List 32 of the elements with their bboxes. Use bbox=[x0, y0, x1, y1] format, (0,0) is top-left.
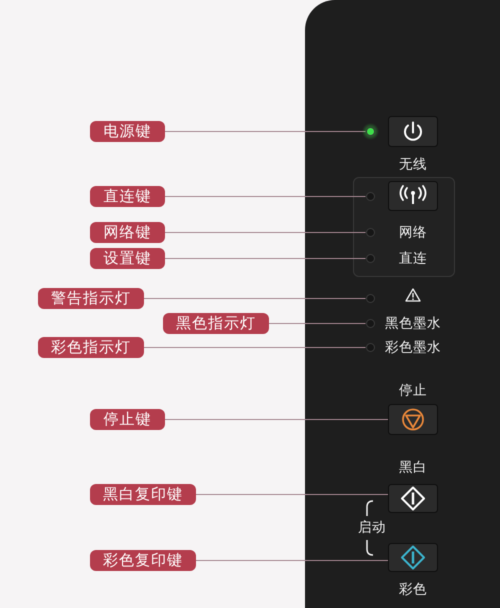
leader-line bbox=[268, 323, 366, 324]
callout-tag: 设置键 bbox=[90, 248, 165, 269]
leader-line bbox=[164, 419, 388, 420]
callout-tag: 彩色复印键 bbox=[90, 550, 196, 571]
leader-line bbox=[196, 560, 388, 561]
callout-tag: 网络键 bbox=[90, 222, 165, 243]
indicator-label: 彩色墨水 bbox=[385, 340, 441, 355]
indicator-light-icon bbox=[362, 123, 378, 140]
leader-line bbox=[144, 347, 366, 348]
callout-tag: 黑色指示灯 bbox=[163, 313, 269, 334]
callout-tag: 警告指示灯 bbox=[38, 288, 144, 309]
leader-line bbox=[164, 232, 366, 233]
callout-tag: 直连键 bbox=[90, 186, 165, 207]
leader-line bbox=[144, 298, 366, 299]
key-label: 黑白 bbox=[399, 460, 427, 476]
callout-tag: 停止键 bbox=[90, 409, 165, 430]
callout-tag: 彩色指示灯 bbox=[38, 337, 144, 358]
key-label: 彩色 bbox=[399, 582, 427, 598]
leader-line bbox=[196, 494, 388, 495]
key-label: 直连 bbox=[399, 251, 427, 266]
indicator-label: 黑色墨水 bbox=[385, 316, 441, 331]
start-key-icon bbox=[388, 484, 438, 513]
stop-key-icon bbox=[388, 404, 438, 435]
leader-line bbox=[164, 258, 366, 259]
key-label: 无线 bbox=[399, 158, 427, 172]
key-label: 停止 bbox=[399, 384, 427, 398]
leader-line bbox=[164, 196, 366, 197]
callout-tag: 电源键 bbox=[90, 121, 165, 142]
key-label: 网络 bbox=[399, 225, 427, 240]
start-key-icon bbox=[388, 543, 438, 572]
callout-tag: 黑白复印键 bbox=[90, 484, 196, 505]
key-label: 启动 bbox=[358, 520, 386, 536]
